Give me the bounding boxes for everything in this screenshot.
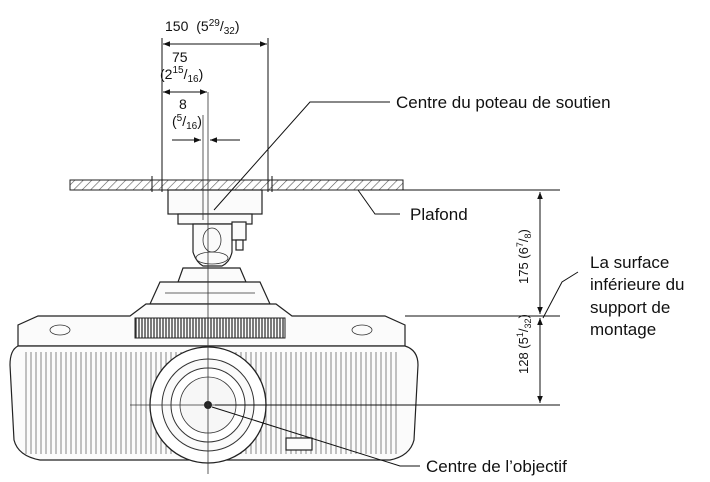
label-mount-surface-2: inférieure du — [590, 275, 685, 294]
svg-text:(5/16): (5/16) — [172, 113, 202, 132]
label-mount-surface-4: montage — [590, 320, 656, 339]
dimension-175: 175 (67/8) — [515, 229, 533, 284]
callout-support-center: Centre du poteau de soutien — [213, 93, 611, 211]
dim-150-main: 150 — [165, 18, 189, 34]
label-ceiling: Plafond — [410, 205, 468, 224]
svg-text:175 (67/8): 175 (67/8) — [515, 229, 533, 284]
callout-lens-center: Centre de l’objectif — [211, 406, 567, 476]
projector-body — [9, 303, 419, 464]
dim-75-main: 75 — [172, 49, 188, 65]
callout-ceiling: Plafond — [357, 189, 468, 224]
label-lens-center: Centre de l’objectif — [426, 457, 567, 476]
svg-text:(215/16): (215/16) — [160, 65, 203, 85]
dimension-8: 8 (5/16) — [172, 96, 240, 143]
dim-8-main: 8 — [179, 96, 187, 112]
label-support-center: Centre du poteau de soutien — [396, 93, 611, 112]
dimension-75: 75 (215/16) — [160, 49, 207, 95]
label-mount-surface-1: La surface — [590, 253, 669, 272]
label-mount-surface-3: support de — [590, 298, 670, 317]
dimension-150: 150 (529/32) — [161, 18, 269, 192]
svg-text:150 (529/32): 150 (529/32) — [165, 18, 240, 37]
vertical-dimensions — [215, 189, 560, 406]
callout-mount-surface: La surface inférieure du support de mont… — [542, 253, 685, 339]
ceiling-mount-bracket — [149, 189, 271, 305]
dimension-128: 128 (51/32) — [515, 314, 533, 374]
svg-text:128 (51/32): 128 (51/32) — [515, 314, 533, 374]
